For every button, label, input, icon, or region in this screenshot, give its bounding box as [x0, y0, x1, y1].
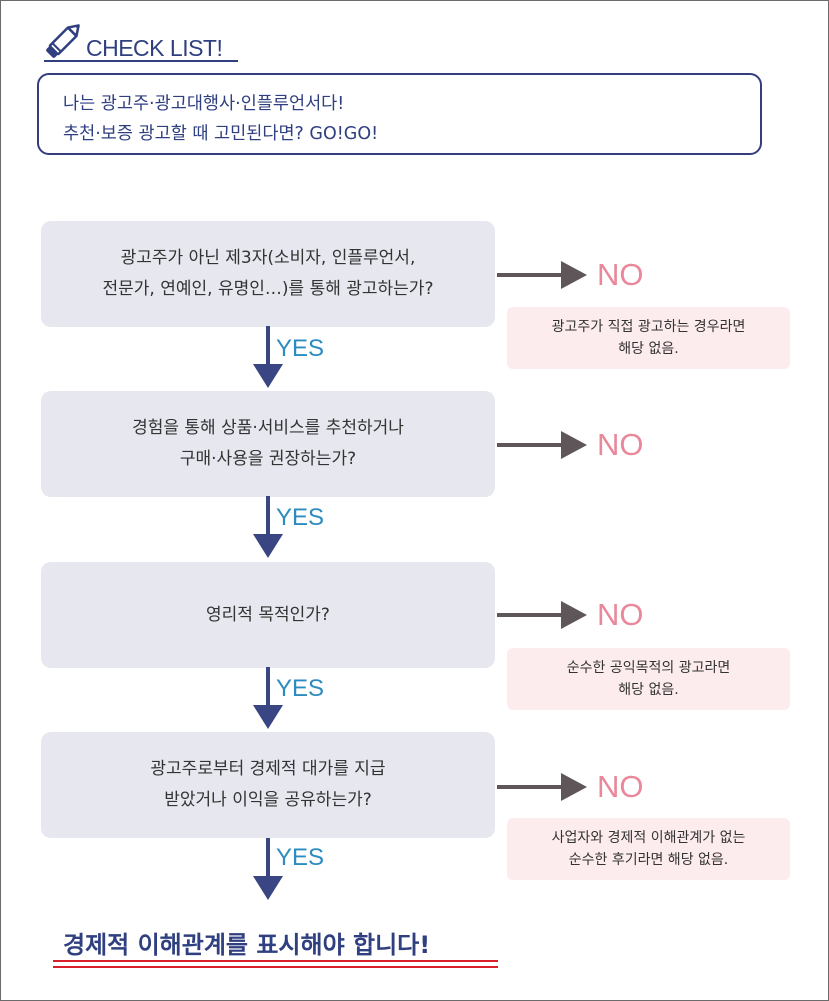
- yes-label-1: YES: [276, 335, 325, 362]
- no-label-3: NO: [597, 597, 644, 632]
- question-box-3: 영리적 목적인가?: [41, 562, 495, 668]
- note-box-1: 광고주가 직접 광고하는 경우라면 해당 없음.: [507, 307, 790, 369]
- yes-label-4: YES: [276, 844, 325, 871]
- note-box-4: 사업자와 경제적 이해관계가 없는 순수한 후기라면 해당 없음.: [507, 818, 790, 880]
- question-2-line-2: 구매·사용을 권장하는가?: [179, 449, 357, 469]
- note-3-line-1: 순수한 공익목적의 광고라면: [566, 660, 731, 676]
- intro-line-2: 추천·보증 광고할 때 고민된다면? GO!GO!: [63, 124, 379, 144]
- question-box-1: 광고주가 아닌 제3자(소비자, 인플루언서, 전문가, 연예인, 유명인…)를…: [41, 221, 495, 327]
- no-arrow-1: [497, 261, 587, 289]
- checklist-title: CHECK LIST!: [86, 35, 223, 61]
- intro-box: 나는 광고주·광고대행사·인플루언서다! 추천·보증 광고할 때 고민된다면? …: [37, 73, 762, 155]
- yes-arrow-1: [253, 326, 283, 388]
- checklist-header: CHECK LIST!: [40, 18, 240, 64]
- pencil-icon: [46, 24, 80, 58]
- yes-label-2: YES: [276, 504, 325, 531]
- note-4-line-2: 순수한 후기라면 해당 없음.: [568, 852, 729, 868]
- question-3-line-1: 영리적 목적인가?: [206, 604, 330, 625]
- yes-label-3: YES: [276, 675, 325, 702]
- no-arrow-2: [497, 431, 587, 459]
- yes-arrow-3: [253, 667, 283, 729]
- note-box-3: 순수한 공익목적의 광고라면 해당 없음.: [507, 648, 790, 710]
- question-box-2: 경험을 통해 상품·서비스를 추천하거나 구매·사용을 권장하는가?: [41, 391, 495, 497]
- question-box-4: 광고주로부터 경제적 대가를 지급 받았거나 이익을 공유하는가?: [41, 732, 495, 838]
- intro-line-1: 나는 광고주·광고대행사·인플루언서다!: [63, 94, 345, 114]
- title-underline: [44, 60, 238, 62]
- note-1-line-2: 해당 없음.: [618, 341, 679, 357]
- no-label-4: NO: [597, 769, 644, 804]
- conclusion-text: 경제적 이해관계를 표시해야 합니다!: [63, 931, 431, 959]
- no-arrow-3: [497, 601, 587, 629]
- no-label-2: NO: [597, 427, 644, 462]
- question-4-line-1: 광고주로부터 경제적 대가를 지급: [150, 759, 386, 779]
- question-1-line-1: 광고주가 아닌 제3자(소비자, 인플루언서,: [120, 248, 416, 268]
- yes-arrow-2: [253, 496, 283, 558]
- note-4-line-1: 사업자와 경제적 이해관계가 없는: [551, 830, 746, 846]
- question-1-line-2: 전문가, 연예인, 유명인…)를 통해 광고하는가?: [102, 279, 434, 299]
- note-3-line-2: 해당 없음.: [618, 682, 679, 698]
- note-1-line-1: 광고주가 직접 광고하는 경우라면: [551, 319, 746, 335]
- conclusion-underline-top: [53, 960, 498, 962]
- conclusion-underline-bottom: [53, 966, 498, 968]
- yes-arrow-4: [253, 838, 283, 900]
- question-2-line-1: 경험을 통해 상품·서비스를 추천하거나: [132, 418, 404, 438]
- question-4-line-2: 받았거나 이익을 공유하는가?: [164, 790, 372, 810]
- no-label-1: NO: [597, 257, 644, 292]
- no-arrow-4: [497, 773, 587, 801]
